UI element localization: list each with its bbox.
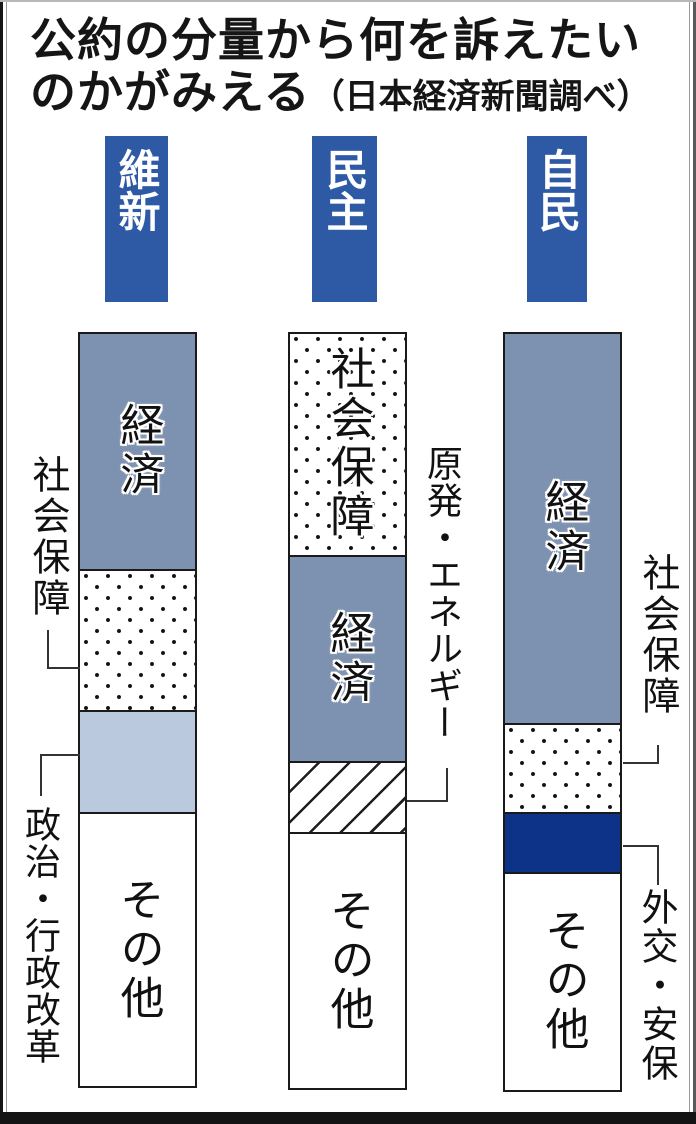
party-header-ishin-label: 維新 — [113, 148, 160, 232]
party-header-minshu-label: 民主 — [321, 148, 368, 232]
segment-label-sonota: その他 — [538, 908, 588, 1056]
party-header-jimin-label: 自民 — [533, 148, 581, 232]
stacked-bar-ishin: 経済 その他 — [78, 332, 197, 1088]
connector-jimin-shakaihosho — [623, 745, 659, 764]
segment-label-keizai: 経済 — [323, 609, 373, 708]
segment-minshu-keizai: 経済 — [290, 554, 405, 761]
chart-title: 公約の分量から何を訴えたい のかがみえる（日本経済新聞調べ） — [30, 14, 680, 123]
segment-minshu-shakaihosho: 社会保障 — [290, 334, 405, 555]
title-line2: のかがみえる（日本経済新聞調べ） — [30, 66, 680, 123]
segment-label-shakaihosho: 社会保障 — [323, 346, 373, 543]
segment-ishin-shakaihosho — [80, 568, 195, 710]
title-source: （日本経済新聞調べ） — [310, 78, 651, 116]
segment-label-sonota: その他 — [113, 876, 163, 1024]
party-header-ishin: 維新 — [105, 136, 168, 302]
segment-jimin-sonota: その他 — [505, 871, 620, 1090]
connector-ishin-shakaihosho — [47, 630, 80, 669]
outside-label-ishin-seijikaikaku: 政治・行政改革 — [20, 806, 61, 1065]
segment-minshu-sonota: その他 — [290, 832, 405, 1088]
segment-label-keizai: 経済 — [538, 479, 588, 578]
frame-line-left — [6, 0, 7, 1112]
title-line1: 公約の分量から何を訴えたい — [30, 14, 641, 66]
segment-jimin-shakaihosho — [505, 722, 620, 812]
segment-ishin-sonota: その他 — [80, 812, 195, 1086]
frame-line-right — [689, 0, 690, 1112]
outside-label-ishin-shakaihosho: 社会保障 — [26, 455, 68, 619]
outside-label-minshu-genpatsu: 原発・エネルギー — [422, 445, 463, 741]
segment-label-keizai: 経済 — [113, 402, 163, 501]
left-edge-rule — [0, 0, 3, 1124]
party-header-jimin: 自民 — [527, 136, 587, 302]
connector-ishin-seijikaikaku — [40, 754, 80, 796]
segment-ishin-keizai: 経済 — [80, 334, 195, 569]
stacked-bar-jimin: 経済 その他 — [503, 332, 622, 1092]
segment-ishin-seijikaikaku — [80, 709, 195, 813]
frame-line-top — [0, 0, 696, 2]
connector-minshu-genpatsu — [407, 768, 448, 802]
segment-jimin-gaiko — [505, 811, 620, 872]
bottom-rule — [0, 1112, 696, 1124]
outside-label-jimin-shakaihosho: 社会保障 — [636, 553, 678, 717]
segment-minshu-genpatsu — [290, 760, 405, 833]
stacked-bar-minshu: 社会保障 経済 その他 — [288, 332, 407, 1090]
connector-jimin-gaiko — [623, 845, 659, 885]
right-edge-rule — [693, 0, 696, 1124]
outside-label-jimin-gaiko: 外交・安保 — [636, 888, 677, 1083]
segment-label-sonota: その他 — [323, 887, 373, 1035]
party-header-minshu: 民主 — [312, 136, 377, 302]
segment-jimin-keizai: 経済 — [505, 334, 620, 723]
title-line2-text: のかがみえる — [30, 66, 311, 118]
